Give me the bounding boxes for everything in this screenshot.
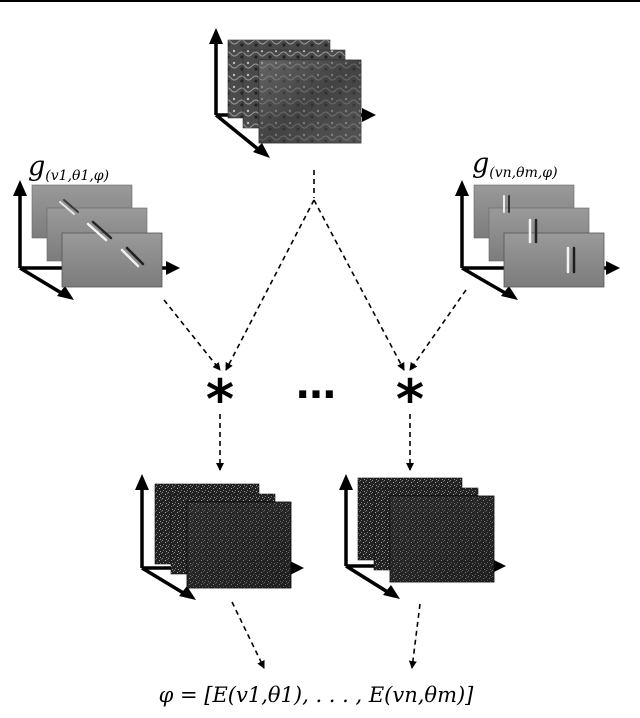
input-frame-3-shade	[259, 60, 361, 143]
convolution-left: *	[206, 368, 234, 431]
filter-right-label: g(vn,θm,φ)	[472, 148, 558, 181]
response-left-arrowhead-diag	[179, 586, 196, 600]
output-feature-formula: φ = [E(v1,θ1), . . . , E(vn,θm)]	[159, 683, 475, 707]
response-stack-right	[339, 474, 506, 599]
connector-left-filter-to-conv	[163, 299, 221, 371]
filter-right-arrowhead-up	[455, 180, 469, 196]
input-axis-arrowhead-up	[209, 28, 223, 44]
gabor-kernel-right-1	[503, 195, 510, 213]
response-right-arrowhead-up	[339, 474, 353, 490]
filter-bank-left: g(v1,θ1,φ)	[13, 151, 180, 300]
filter-left-label: g(v1,θ1,φ)	[28, 151, 109, 184]
filter-left-arrowhead-right	[166, 261, 180, 275]
connector-input-to-right-conv	[313, 199, 405, 371]
response-left-frame-3-shade	[187, 502, 291, 588]
connector-right-response-to-output	[408, 603, 421, 669]
gabor-kernel-left-1	[59, 199, 79, 215]
gabor-kernel-left-3	[120, 246, 145, 268]
filter-left-arrowhead-up	[13, 180, 27, 196]
filter-right-arrowhead-right	[606, 261, 620, 275]
response-left-arrowhead-right	[290, 561, 304, 575]
response-right-arrowhead-right	[492, 559, 506, 573]
gabor-kernel-left-2	[86, 220, 113, 242]
connector-input-to-left-conv	[225, 199, 315, 371]
connectors	[163, 170, 467, 669]
filter-right-arrowhead-diag	[501, 286, 518, 300]
response-left-arrowhead-up	[135, 474, 149, 490]
response-right-arrowhead-diag	[383, 585, 400, 599]
input-image-stack	[209, 28, 376, 158]
gabor-kernel-right-3	[566, 246, 576, 274]
filter-bank-right: g(vn,θm,φ)	[455, 148, 620, 300]
ellipsis: …	[296, 362, 336, 408]
connector-right-filter-to-conv	[409, 289, 467, 371]
connector-left-response-to-output	[231, 601, 265, 669]
input-axis-arrowhead-diag	[253, 143, 270, 158]
gabor-kernel-right-2	[528, 218, 538, 244]
input-axis-arrowhead-right	[362, 108, 376, 122]
response-stack-left	[135, 474, 304, 600]
filter-right-frame-3	[503, 232, 605, 288]
response-right-frame-3-shade	[390, 496, 494, 582]
filter-left-frame-3	[61, 232, 163, 288]
filter-left-arrowhead-diag	[57, 286, 74, 300]
convolution-right: *	[396, 368, 424, 431]
